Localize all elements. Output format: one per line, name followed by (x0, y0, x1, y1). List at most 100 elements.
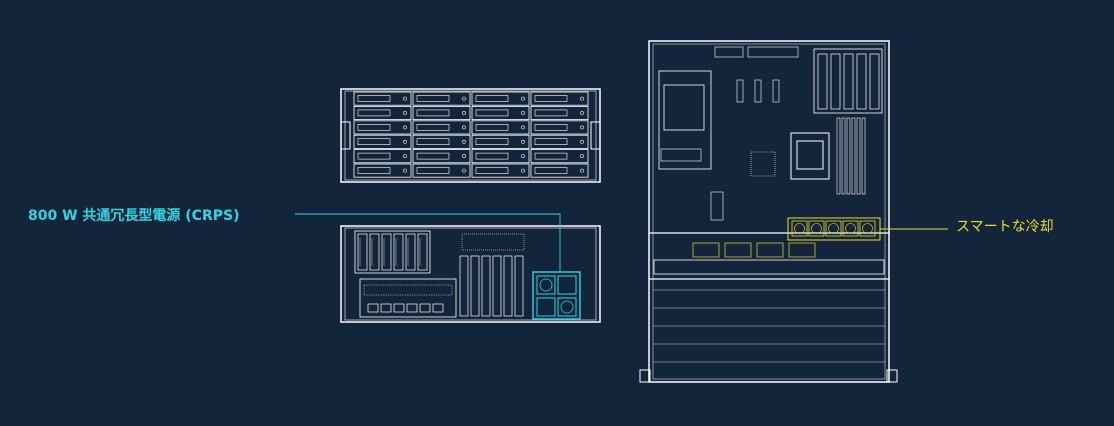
drive-bay (471, 134, 530, 149)
drive-led (580, 111, 584, 115)
top-psu-window (663, 84, 705, 131)
drive-latch (416, 167, 450, 174)
top-cpu-socket (790, 132, 830, 180)
drive-bay (412, 134, 471, 149)
front-inner-frame (344, 90, 597, 181)
rear-slot-cage (354, 230, 431, 274)
cooling-fan (808, 220, 825, 237)
drive-led (462, 96, 466, 101)
top-connector-block (710, 191, 724, 221)
drive-bay (412, 120, 471, 135)
psu-fan-2 (560, 300, 574, 314)
drive-led (580, 96, 584, 101)
top-connector (754, 79, 762, 103)
drive-led (521, 154, 525, 159)
rear-vent-grille (461, 233, 525, 251)
drive-latch (357, 95, 391, 102)
drive-bay (530, 149, 589, 164)
rear-chassis (340, 225, 601, 323)
top-riser-card (856, 53, 867, 110)
front-right-ear (590, 121, 601, 150)
cooling-fan-rotor (828, 223, 839, 234)
top-dimm-slot (836, 117, 841, 195)
top-connector (772, 79, 780, 103)
drive-led (521, 139, 525, 144)
drive-led (521, 168, 525, 173)
drive-led (580, 154, 584, 159)
drive-bay (471, 120, 530, 135)
drive-latch (534, 167, 568, 174)
drive-latch (357, 138, 391, 145)
drive-led (403, 168, 407, 173)
drive-led (521, 125, 525, 130)
drive-led (462, 125, 466, 130)
rear-expansion-slot (503, 255, 513, 317)
top-dimm-slot (856, 117, 861, 195)
top-dimm-slot (846, 117, 851, 195)
rear-view (340, 225, 601, 323)
rear-io-port (367, 303, 379, 313)
drive-latch (475, 167, 509, 174)
drive-led (403, 139, 407, 144)
rear-expansion-slot (492, 255, 502, 317)
cooling-duct (756, 242, 784, 258)
drive-bay (412, 149, 471, 164)
cooling-fan (825, 220, 842, 237)
rear-io-port (380, 303, 392, 313)
top-fan-rail (653, 259, 885, 275)
drive-led (403, 96, 407, 101)
drive-bay (353, 120, 412, 135)
drive-latch (534, 124, 568, 131)
cooling-fan-rotor (862, 223, 873, 234)
rear-pcie-bracket (369, 233, 380, 271)
rear-io-port (393, 303, 405, 313)
cooling-fan-rotor (811, 223, 822, 234)
top-connector (736, 79, 744, 103)
top-riser-card (843, 53, 854, 110)
drive-bay (471, 106, 530, 121)
rear-io-port (432, 303, 444, 313)
drive-led (462, 111, 466, 115)
top-header-1 (714, 46, 744, 58)
rear-io-vent (363, 284, 453, 296)
drive-bay (471, 91, 530, 106)
drive-bay (530, 91, 589, 106)
top-riser-card (869, 53, 880, 110)
cooling-fan (859, 220, 876, 237)
top-foot-left (639, 369, 651, 383)
top-foot-right (886, 369, 898, 383)
drive-latch (416, 109, 450, 117)
drive-latch (475, 152, 509, 160)
drive-bay (471, 149, 530, 164)
rear-io-port (406, 303, 418, 313)
drive-led (521, 96, 525, 101)
drive-latch (475, 109, 509, 117)
psu-leader-line (295, 213, 561, 272)
psu-module-3 (536, 297, 556, 317)
psu-module-2 (557, 275, 577, 295)
rear-pcie-bracket (405, 233, 416, 271)
drive-latch (416, 95, 450, 102)
drive-bay (412, 163, 471, 178)
drive-bay (353, 163, 412, 178)
drive-bay (412, 106, 471, 121)
drive-led (462, 168, 466, 173)
top-chipset (750, 151, 776, 177)
drive-bay (530, 120, 589, 135)
drive-led (580, 168, 584, 173)
drive-led (403, 125, 407, 130)
drive-latch (357, 124, 391, 131)
rear-expansion-slot (459, 255, 469, 317)
top-dimm-slot (851, 117, 856, 195)
drive-latch (534, 138, 568, 145)
drive-latch (357, 167, 391, 174)
drive-latch (357, 152, 391, 160)
drive-bay (353, 91, 412, 106)
callout-lines (295, 213, 948, 272)
rear-pcie-bracket (381, 233, 392, 271)
rear-pcie-bracket (357, 233, 368, 271)
cooling-fan (842, 220, 859, 237)
drive-latch (416, 124, 450, 131)
cooling-callout-label: スマートな冷却 (956, 219, 1054, 235)
